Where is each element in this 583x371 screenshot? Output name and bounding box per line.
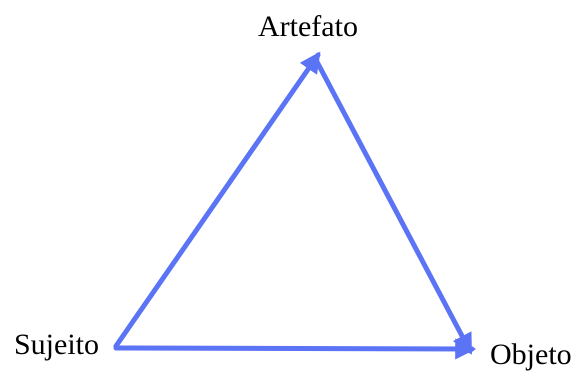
edge-sujeito-to-artefato <box>113 51 321 349</box>
edge-sujeito-to-objeto <box>113 338 477 360</box>
edge-artefato-to-objeto <box>312 55 473 355</box>
node-label-sujeito: Sujeito <box>14 328 100 361</box>
node-label-artefato: Artefato <box>258 10 358 43</box>
node-label-objeto: Objeto <box>490 338 572 371</box>
